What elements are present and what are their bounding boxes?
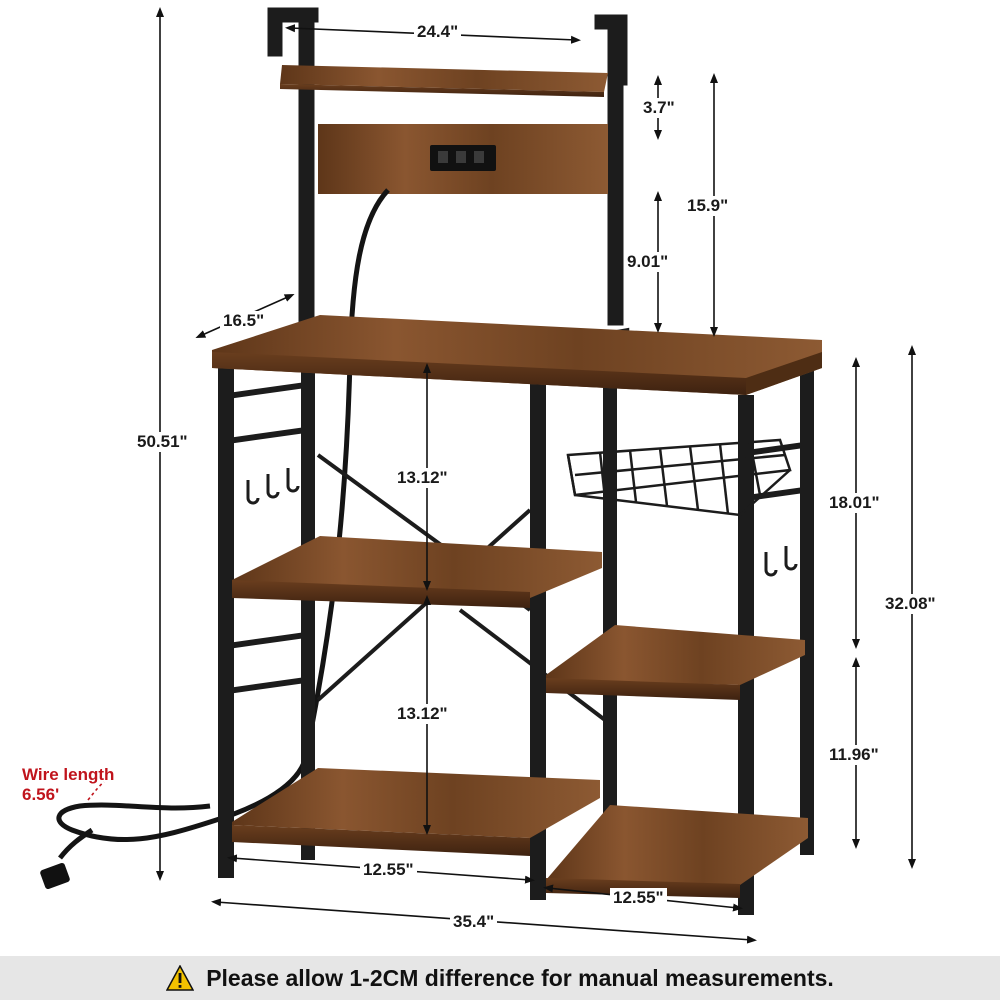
dim-top-shelf-gap: 3.7": [640, 98, 678, 118]
dim-counter-height: 32.08": [882, 594, 939, 614]
dim-outlet-gap: 9.01": [624, 252, 672, 272]
bottom-shelf-left: [232, 768, 600, 856]
footer-notice: Please allow 1-2CM difference for manual…: [0, 956, 1000, 1000]
dim-top-width: 24.4": [414, 22, 462, 42]
dim-depth: 16.5": [220, 311, 268, 331]
plug-icon: [40, 827, 94, 889]
wire-length-value: 6.56': [22, 785, 60, 804]
hooks-left-icon: [246, 468, 300, 505]
back-frame: [267, 7, 628, 326]
bottom-shelf-right: [546, 805, 808, 898]
outlet-board: [318, 124, 608, 194]
dim-right-lower-gap: 11.96": [826, 745, 882, 765]
dim-right-upper-gap: 18.01": [826, 493, 883, 513]
warning-icon: [166, 965, 195, 991]
footer-text: Please allow 1-2CM difference for manual…: [206, 964, 834, 991]
dim-right-bay-width: 12.55": [610, 888, 667, 908]
left-middle-shelf: [232, 536, 602, 608]
right-middle-shelf: [546, 625, 805, 700]
counter-top: [212, 315, 822, 395]
dim-left-lower-gap: 13.12": [394, 704, 451, 724]
dim-left-bay-width: 12.55": [360, 860, 417, 880]
top-shelf: [280, 65, 608, 97]
hooks-right-icon: [764, 546, 798, 577]
dim-upper-height: 15.9": [684, 196, 732, 216]
wire-length-label: Wire length: [22, 765, 115, 784]
wire-length-note: Wire length 6.56': [22, 765, 114, 805]
dim-left-upper-gap: 13.12": [394, 468, 451, 488]
dim-total-width: 35.4": [450, 912, 498, 932]
dim-total-height: 50.51": [134, 432, 191, 452]
main-frame: [218, 360, 814, 915]
